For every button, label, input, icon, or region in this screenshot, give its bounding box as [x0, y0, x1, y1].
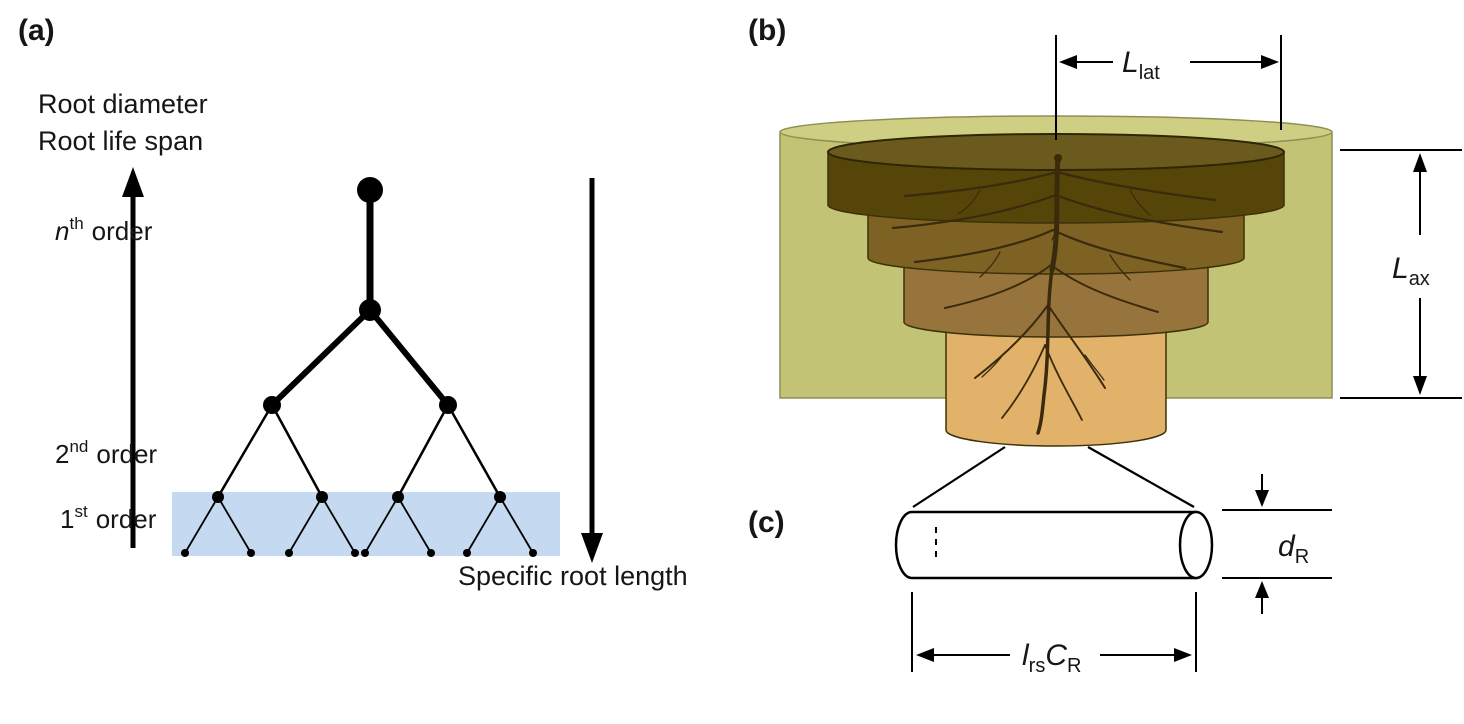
- axis-label-root-life-span: Root life span: [38, 126, 203, 156]
- tree-edge: [397, 496, 432, 554]
- tree-node: [212, 491, 224, 503]
- tree-edge: [367, 308, 451, 407]
- tree-node: [247, 549, 255, 557]
- tree-node: [285, 549, 293, 557]
- tree-node: [427, 549, 435, 557]
- soil-disc-3: [903, 257, 1209, 338]
- l-rs-c-r-label: lrsCR: [1022, 639, 1081, 677]
- root-strand: [903, 170, 1059, 198]
- tree-edge: [499, 496, 534, 554]
- segment-length-measure: [911, 592, 1197, 672]
- down-arrow-head: [1255, 490, 1269, 507]
- tree-edge: [217, 496, 252, 554]
- tree-edge: [466, 496, 501, 554]
- root-strand: [1054, 193, 1224, 234]
- soil-disc-4: [945, 321, 1167, 447]
- first-order-highlight-band: [172, 492, 560, 556]
- rootlet: [979, 251, 1001, 278]
- tree-edge: [321, 496, 356, 554]
- root-strand: [1036, 268, 1054, 435]
- tree-edge: [396, 404, 450, 498]
- root-strand: [1001, 344, 1046, 419]
- rootlet: [1129, 189, 1151, 216]
- increase-up-arrow: [122, 167, 144, 548]
- tree-node: [181, 549, 189, 557]
- right-arrow-head: [1261, 55, 1279, 69]
- tree-node: [316, 491, 328, 503]
- tree-node: [439, 396, 457, 414]
- specific-root-length-label: Specific root length: [458, 561, 688, 591]
- tree-edge: [184, 496, 219, 554]
- tree-edge: [364, 496, 399, 554]
- tree-node: [494, 491, 506, 503]
- tree-node: [357, 177, 383, 203]
- root-strand: [1055, 170, 1217, 202]
- up-arrow-head: [122, 167, 144, 197]
- tree-node: [359, 299, 381, 321]
- connector-line: [912, 446, 1006, 508]
- rootlet: [1051, 209, 1058, 241]
- d-r-label: dR: [1278, 530, 1309, 568]
- root-strand: [913, 228, 1055, 264]
- cylinder-right-cap: [1178, 510, 1214, 580]
- connector-line: [1087, 446, 1195, 508]
- left-arrow-head: [1059, 55, 1077, 69]
- tree-node: [392, 491, 404, 503]
- tree-edge: [288, 496, 323, 554]
- down-arrow-head: [581, 533, 603, 563]
- tree-edge: [216, 404, 274, 498]
- right-arrow-head: [1174, 648, 1192, 662]
- lateral-length-measure: [1055, 35, 1282, 140]
- tree-node: [529, 549, 537, 557]
- l-lat-label: Llat: [1122, 46, 1160, 84]
- root-order-tree-edges: [184, 190, 534, 554]
- axis-label-root-diameter: Root diameter: [38, 89, 208, 119]
- root-strand: [1051, 228, 1187, 270]
- rootlet: [1109, 254, 1131, 281]
- root-strand: [891, 193, 1058, 230]
- tree-node: [463, 549, 471, 557]
- rootlet: [957, 189, 981, 215]
- left-arrow-head: [916, 648, 934, 662]
- tree-node: [263, 396, 281, 414]
- l-ax-label: Lax: [1392, 252, 1430, 290]
- decrease-down-arrow: [581, 178, 603, 563]
- diameter-measure: [1222, 474, 1332, 614]
- tree-edge: [446, 404, 502, 498]
- root-strand: [944, 264, 1052, 309]
- tree-node: [351, 549, 359, 557]
- axial-length-measure: [1340, 149, 1462, 399]
- panel-a-tag: (a): [18, 14, 55, 47]
- tree-edge: [269, 307, 373, 408]
- root-order-tree-nodes: [181, 177, 537, 557]
- root-strand: [1044, 344, 1083, 421]
- root-segment-cylinder: [894, 510, 1214, 580]
- up-arrow-head: [1255, 581, 1269, 598]
- tree-node: [361, 549, 369, 557]
- rootlet: [1084, 354, 1105, 381]
- panel-c-tag: (c): [748, 506, 785, 539]
- root-strand: [974, 304, 1049, 379]
- root-strand: [1050, 264, 1159, 313]
- rootlet: [981, 351, 1006, 378]
- down-arrow-head: [1413, 376, 1427, 395]
- tree-edge: [270, 404, 324, 498]
- panel-b-tag: (b): [748, 14, 786, 47]
- root-system: [891, 154, 1224, 435]
- cylinder-body: [894, 510, 1198, 580]
- zoom-connector-lines: [912, 446, 1195, 508]
- up-arrow-head: [1413, 153, 1427, 172]
- root-strand: [1047, 304, 1106, 389]
